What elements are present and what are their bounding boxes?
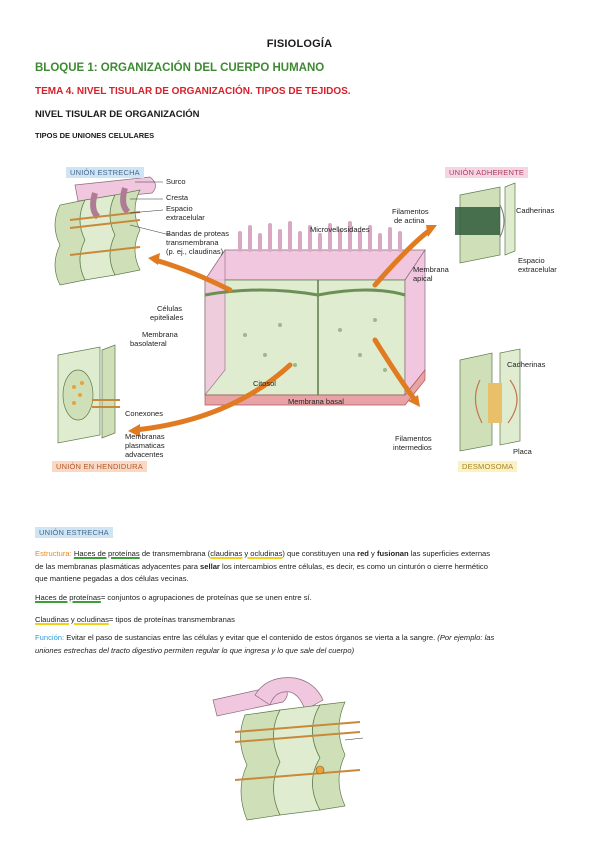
- epithelial-cells-block: [204, 221, 426, 406]
- definition-claudinas: Claudinas y ocludinas= tipos de proteína…: [35, 614, 570, 627]
- haces-term: Haces de proteínas: [73, 549, 140, 558]
- tight-junction-illustration: [54, 176, 156, 286]
- funcion-line1: Función: Evitar el paso de sustancias en…: [35, 632, 570, 645]
- label-conexones: Conexones: [125, 409, 163, 418]
- estructura-line2: de las membranas plasmáticas adyacentes …: [35, 561, 570, 574]
- label-celulas-line1: Células: [157, 304, 183, 313]
- tight-junction-detail-illustration: [212, 677, 364, 821]
- estructura-label: Estructura:: [35, 549, 72, 558]
- sellar-term: sellar: [200, 561, 220, 571]
- tema-heading: TEMA 4. NIVEL TISULAR DE ORGANIZACIÓN. T…: [35, 86, 351, 97]
- estructura-text3: y: [368, 549, 377, 558]
- label-membranas-line2: plasmaticas: [125, 441, 165, 450]
- label-espacio-line1: Espacio: [166, 204, 193, 213]
- label-placa: Placa: [513, 447, 532, 456]
- adherens-junction-illustration: [455, 182, 516, 264]
- label-espacio-extracelular-line2: extracelular: [518, 265, 557, 274]
- arrow-to-desmosome: [372, 337, 418, 403]
- label-cadherinas-desmosoma: Cadherinas: [507, 360, 546, 369]
- section-tag-union-estrecha: UNIÓN ESTRECHA: [35, 527, 113, 538]
- estructura-line3: que mantiene pegadas a dos células vecin…: [35, 574, 189, 583]
- label-membrana-apical-line1: Membrana: [413, 265, 449, 274]
- tag-desmosoma: DESMOSOMA: [458, 461, 518, 472]
- estructura-paragraph: Estructura: Haces de proteínas de transm…: [35, 548, 570, 586]
- funcion-example-line2: uniones estrechas del tracto digestivo p…: [35, 645, 355, 655]
- label-membrana-basolateral-line2: basolateral: [130, 339, 167, 348]
- label-bandas-line3: (p. ej., claudinas): [166, 247, 224, 256]
- page-title: FISIOLOGÍA: [266, 38, 333, 50]
- label-cresta: Cresta: [166, 193, 189, 202]
- label-filamentos-intermedios-line1: Filamentos: [395, 434, 432, 443]
- estructura-text1: de transmembrana (: [139, 549, 211, 558]
- nivel-heading: NIVEL TISULAR DE ORGANIZACIÓN: [35, 109, 200, 120]
- label-bandas-line2: transmembrana: [166, 238, 219, 247]
- estructura-line2a: de las membranas plasmáticas adyacentes …: [35, 561, 201, 571]
- claudinas-term: claudinas y ocludinas: [210, 549, 283, 558]
- bloque-heading: BLOQUE 1: ORGANIZACIÓN DEL CUERPO HUMANO: [35, 62, 325, 74]
- def-claudinas-text: = tipos de proteínas transmembranas: [108, 615, 235, 624]
- tag-union-estrecha: UNIÓN ESTRECHA: [66, 167, 144, 178]
- label-membrana-basolateral-line1: Membrana: [142, 330, 178, 339]
- label-celulas-line2: epiteliales: [150, 313, 184, 322]
- estructura-line1: Estructura: Haces de proteínas de transm…: [35, 548, 570, 561]
- tag-union-hendidura: UNIÓN EN HENDIDURA: [52, 461, 147, 472]
- funcion-label: Función:: [35, 633, 65, 642]
- arrow-to-adherens-junction: [372, 227, 433, 288]
- tipos-heading: TIPOS DE UNIONES CELULARES: [35, 131, 155, 140]
- def-haces-term: Haces de proteínas: [35, 593, 101, 602]
- estructura-text4: las superficies externas: [408, 549, 491, 558]
- tag-union-adherente: UNIÓN ADHERENTE: [445, 167, 529, 178]
- label-filamentos-actina-line2: de actina: [394, 216, 425, 225]
- funcion-example-line1: (Por ejemplo: las: [437, 633, 495, 642]
- label-membranas-line1: Membranas: [125, 432, 165, 441]
- funcion-text: Evitar el paso de sustancias entre las c…: [64, 633, 438, 642]
- funcion-paragraph: Función: Evitar el paso de sustancias en…: [35, 632, 570, 657]
- label-filamentos-intermedios-line2: intermedios: [393, 443, 432, 452]
- label-membrana-basal: Membrana basal: [288, 397, 344, 406]
- arrow-to-tight-junction: [152, 257, 233, 293]
- definition-haces: Haces de proteínas= conjuntos o agrupaci…: [35, 592, 570, 605]
- gap-junction-illustration: [57, 344, 120, 444]
- label-bandas-line1: Bandas de proteas: [166, 229, 229, 238]
- estructura-line2b: los intercambios entre células, es decir…: [219, 561, 488, 571]
- label-membranas-line3: advacentes: [125, 450, 164, 459]
- arrow-to-gap-junction: [132, 362, 293, 433]
- def-claudinas-term: Claudinas y ocludinas: [35, 615, 109, 624]
- label-surco: Surco: [166, 177, 186, 186]
- cell-junctions-figure: [54, 176, 521, 452]
- desmosome-illustration: [459, 348, 521, 452]
- fusionan-term: fusionan: [376, 549, 409, 558]
- label-microvellosidades: Microvellosidades: [310, 225, 370, 234]
- label-cadherinas-adherente: Cadherinas: [516, 206, 555, 215]
- red-term: red: [357, 549, 369, 558]
- label-espacio-line2: extracelular: [166, 213, 205, 222]
- label-espacio-extracelular-line1: Espacio: [518, 256, 545, 265]
- label-citosol: Citosol: [253, 379, 276, 388]
- label-membrana-apical-line2: apical: [413, 274, 433, 283]
- estructura-text2: ) que constituyen una: [282, 549, 358, 558]
- def-haces-text: = conjuntos o agrupaciones de proteínas …: [100, 593, 312, 602]
- label-filamentos-actina-line1: Filamentos: [392, 207, 429, 216]
